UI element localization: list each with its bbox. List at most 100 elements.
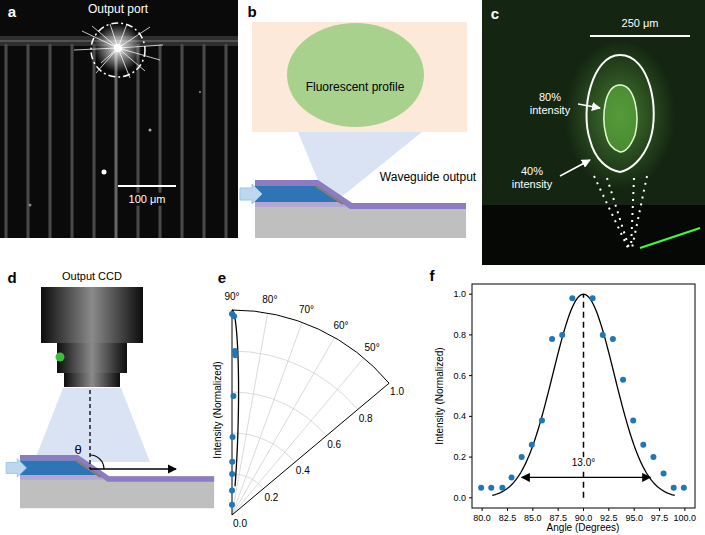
node-shape (286, 22, 425, 128)
width-label: 13.0° (570, 457, 597, 469)
speck (199, 91, 201, 93)
tick-mark (469, 294, 472, 295)
panel-c-photo (482, 0, 705, 265)
star-ray (82, 31, 118, 48)
axis-tick: 92.5 (600, 513, 618, 523)
angle-tick: 80° (262, 295, 277, 307)
data-point (230, 393, 236, 399)
axis-tick: 95.0 (625, 513, 643, 523)
scale-label: 100 μm (127, 193, 168, 206)
starburst (74, 24, 163, 78)
waveguide-line (27, 44, 30, 238)
micrograph-ground (0, 0, 238, 238)
data-point (229, 459, 235, 465)
waveguide-line (159, 44, 162, 238)
callout-label: Output CCD (62, 270, 122, 283)
angle-tick: 70° (299, 304, 314, 316)
width-arrow (522, 477, 651, 478)
data-point (232, 352, 238, 358)
fluorescent-profile: Fluorescent profile (286, 22, 425, 128)
camera-lens (57, 343, 127, 373)
beam-dot-line (632, 176, 647, 248)
radial-tick: 0.0 (233, 518, 247, 530)
callout-label: Waveguide output (380, 171, 476, 185)
tick-mark (469, 334, 472, 335)
optical-axis (89, 390, 90, 469)
data-point (620, 377, 626, 383)
data-point (230, 434, 236, 440)
panel-d-setup (6, 287, 214, 508)
leader-arrow (578, 104, 600, 108)
beam-dots (594, 176, 647, 248)
waveguide-glow-line (640, 228, 700, 248)
data-point (529, 442, 535, 448)
plot-frame (472, 284, 695, 508)
data-point (509, 474, 515, 480)
polar-frame-arc (232, 310, 389, 383)
panel-letter: e (218, 269, 226, 286)
star-ray (74, 48, 118, 50)
radial-tick: 0.4 (296, 466, 310, 478)
node-label: Output port (88, 3, 148, 17)
tick-mark (469, 375, 472, 376)
axis-title: Angle (Degrees) (547, 522, 620, 534)
tick-mark (469, 457, 472, 458)
axis-tick: 85.0 (524, 513, 542, 523)
axis-tick: 100.0 (674, 513, 697, 523)
speck (102, 170, 107, 175)
data-point (569, 295, 575, 301)
angle-symbol: θ (74, 443, 81, 458)
angle-tick: 60° (333, 320, 348, 332)
tick-mark (507, 508, 508, 511)
data-point (640, 442, 646, 448)
tick-mark (608, 508, 609, 511)
tick-mark (558, 508, 559, 511)
camera-body (41, 287, 143, 343)
data-point (229, 471, 235, 477)
axis-tick: 90.0 (575, 513, 593, 523)
leader-arrow (560, 160, 590, 176)
polar-frame-edge (232, 383, 389, 515)
tick-mark (532, 508, 533, 511)
data-point (549, 336, 555, 342)
fluorescent-medium (252, 22, 467, 132)
output-glow (94, 24, 142, 72)
waveguide-line (71, 44, 74, 238)
speck (149, 129, 152, 132)
tick-mark (659, 508, 660, 511)
panel-letter: d (7, 269, 16, 286)
data-point (559, 332, 565, 338)
data-point (539, 417, 545, 423)
grid-arc (232, 392, 326, 436)
radial-tick: 0.2 (264, 492, 278, 504)
panel-letter: a (8, 3, 16, 20)
data-point (610, 336, 616, 342)
grid-arc (232, 351, 358, 410)
axis-title: Intensity (Normalized) (434, 347, 446, 444)
angle-arc (90, 455, 104, 469)
waveguide (6, 455, 214, 508)
contour-40 (587, 55, 654, 172)
waveguide-line (225, 44, 228, 238)
camera-lens-tip (64, 373, 120, 387)
beam-dot-line (607, 178, 629, 248)
tick-mark (634, 508, 635, 511)
radial-tick: 0.8 (359, 413, 373, 425)
data-point (229, 487, 235, 493)
data-point (488, 485, 494, 491)
waveguide-line (115, 44, 118, 238)
axis-title: Intensity (Normalized) (212, 361, 224, 458)
star-ray (92, 26, 118, 48)
scale-bar (118, 185, 176, 187)
contour-label: 40% intensity (507, 165, 557, 190)
panel-letter: c (491, 5, 499, 22)
radial-tick: 0.6 (327, 439, 341, 451)
data-point (519, 454, 525, 460)
angle-tick: 90° (224, 291, 239, 303)
data-point (661, 470, 667, 476)
star-ray (118, 45, 163, 48)
tick-mark (469, 497, 472, 498)
indicator-dot (56, 353, 65, 362)
axis-tick: 87.5 (549, 513, 567, 523)
data-point (231, 313, 237, 319)
